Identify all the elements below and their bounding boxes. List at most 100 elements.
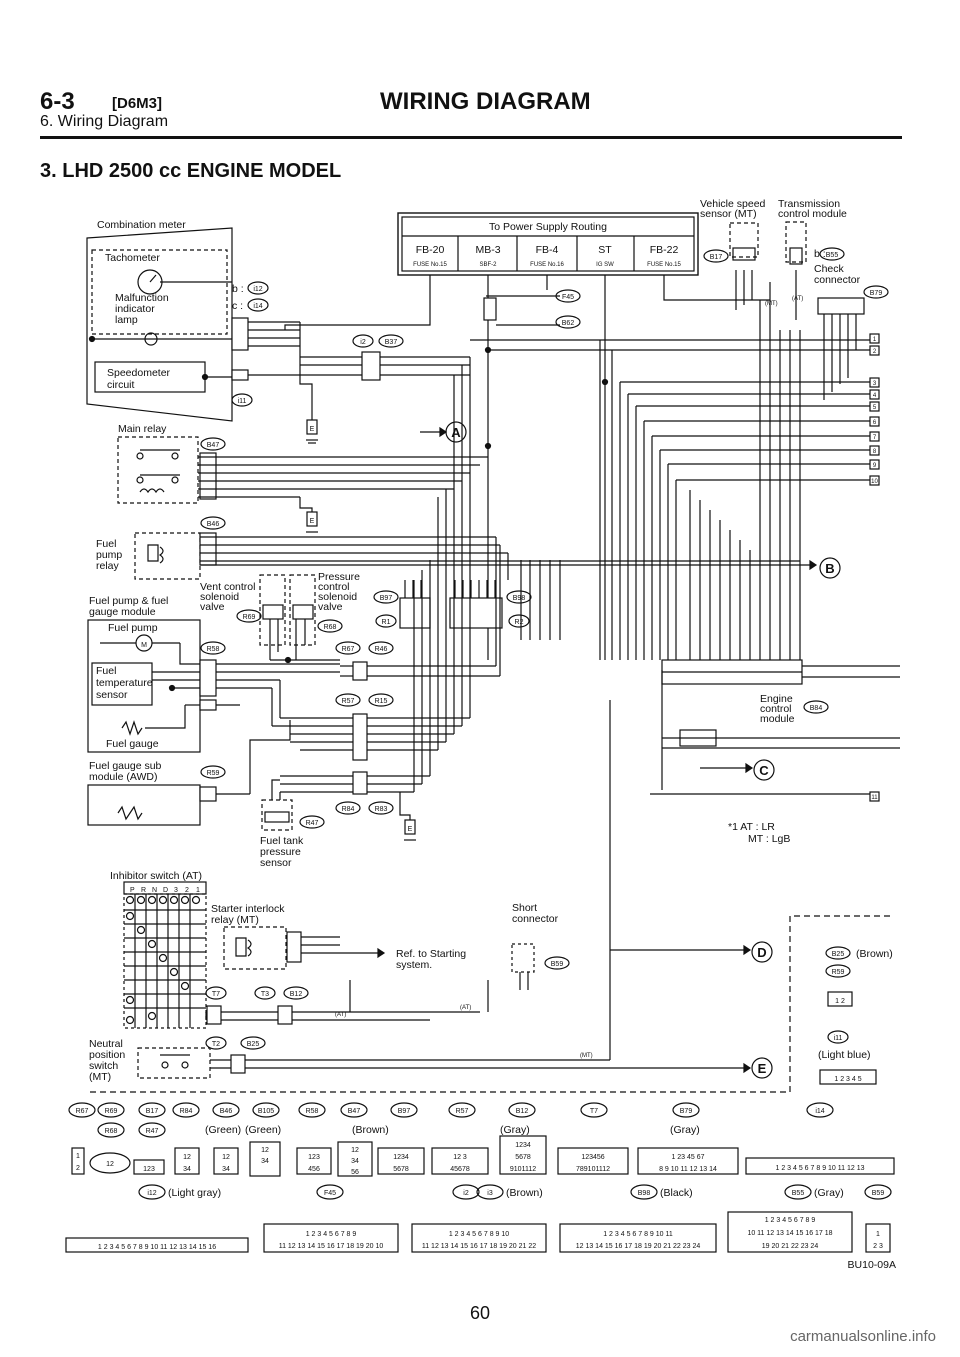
tachometer-label: Tachometer: [105, 252, 160, 264]
power-supply-title: To Power Supply Routing: [489, 221, 607, 233]
svg-text:1 2 3 4 5 6 7 8 9 10 11 12 13: 1 2 3 4 5 6 7 8 9 10 11 12 13 14 15 16: [98, 1244, 216, 1251]
short-label-1: Short: [512, 902, 537, 914]
vehicle-speed-sensor: Vehicle speed sensor (MT) B17 (MT): [700, 198, 778, 310]
svg-text:1 2 3 4 5 6 7 8 9 10: 1 2 3 4 5 6 7 8 9 10: [449, 1231, 509, 1238]
connector-oval: R57: [448, 1102, 476, 1118]
svg-text:34: 34: [222, 1166, 230, 1173]
fuel-temp-label-3: sensor: [96, 689, 128, 701]
ecm-label-3: module: [760, 713, 795, 725]
main-relay: Main relay B47 E: [117, 423, 488, 533]
at-label: (AT): [792, 296, 803, 302]
connector-oval: i3: [476, 1184, 504, 1200]
connector-id: i14: [815, 1108, 824, 1115]
connector-color: (Gray): [670, 1124, 700, 1136]
connector-id: R59: [832, 969, 845, 976]
reference-d: D: [609, 700, 773, 1060]
i11-color: (Light blue): [818, 1049, 871, 1061]
connector-oval: R47: [138, 1122, 166, 1138]
connector-oval: T7: [580, 1102, 608, 1118]
inhibitor-pos: P: [130, 887, 135, 894]
connector-id: R67: [342, 646, 355, 653]
check-label-2: connector: [814, 274, 861, 286]
page-subtitle: 6. Wiring Diagram: [40, 113, 169, 130]
connector-oval: B55: [784, 1184, 812, 1200]
starter-label-2: relay (MT): [211, 914, 259, 926]
connector-oval: R68: [97, 1122, 125, 1138]
tcm-label-2: control module: [778, 208, 847, 220]
r67-r46-connector: R67 R46: [335, 641, 500, 681]
fuel-pump-gauge-label-1: Fuel pump & fuel: [89, 595, 168, 607]
header-rule: [40, 136, 902, 139]
tcm: Transmission control module b : B55 Chec…: [778, 198, 889, 400]
connector-color: (Black): [660, 1187, 693, 1199]
neutral-label-1: Neutral: [89, 1038, 123, 1050]
connector-id: R58: [207, 646, 220, 653]
inhibitor-pos: D: [163, 887, 168, 894]
connector-id: i11: [238, 398, 247, 405]
svg-text:1234: 1234: [393, 1154, 409, 1161]
svg-text:11 12 13 14 15 16 17 18 19 20: 11 12 13 14 15 16 17 18 19 20 10: [279, 1243, 384, 1250]
svg-text:1 2 3 4 5 6 7 8 9 10 11: 1 2 3 4 5 6 7 8 9 10 11: [603, 1231, 673, 1238]
check-label-1: Check: [814, 263, 845, 275]
vent-label-1: Vent control: [200, 581, 255, 593]
connector-id: R68: [324, 624, 337, 631]
connector-id: B47: [207, 442, 220, 449]
svg-text:9101112: 9101112: [510, 1166, 536, 1173]
connector-id: B62: [562, 320, 575, 327]
fuel-temp-label-1: Fuel: [96, 665, 116, 677]
main-relay-label: Main relay: [118, 423, 167, 435]
fuel-pump-relay: Fuel pump relay B46: [96, 516, 800, 580]
fuse-sub: FUSE No.16: [530, 262, 564, 268]
connector-id: T7: [590, 1108, 598, 1115]
svg-text:123: 123: [308, 1154, 320, 1161]
connector-id: R46: [375, 646, 388, 653]
vent-label-2: solenoid: [200, 591, 239, 603]
note-line-1: *1 AT : LR: [728, 821, 775, 833]
connector-id: B25: [832, 951, 845, 958]
svg-text:12: 12: [183, 1154, 191, 1161]
combination-meter-label: Combination meter: [97, 219, 186, 231]
speedometer-label-1: Speedometer: [107, 367, 171, 379]
pin-label: 4: [873, 393, 877, 399]
ref-label: C: [759, 763, 769, 778]
page-number: 60: [469, 1303, 491, 1323]
connector-oval: B97: [390, 1102, 418, 1118]
connector-id: B59: [551, 961, 564, 968]
svg-text:45678: 45678: [450, 1166, 470, 1173]
connector-id: R84: [180, 1108, 193, 1115]
connector-id: B98: [638, 1190, 651, 1197]
pressure-label-1: Pressure: [318, 571, 360, 583]
connector-oval: B12: [508, 1102, 536, 1118]
svg-text:34: 34: [261, 1158, 269, 1165]
pressure-label-2: control: [318, 581, 350, 593]
neutral-switch: Neutral position switch (MT) T2 B25 (MT): [89, 1036, 748, 1083]
connector-id: B46: [220, 1108, 233, 1115]
connector-id: i11: [834, 1035, 843, 1042]
inhibitor-switch: Inhibitor switch (AT) P R N D 3 2 1: [110, 870, 207, 1029]
svg-text:12: 12: [106, 1161, 114, 1168]
mil-label-1: Malfunction: [115, 292, 169, 304]
connector-id: R47: [306, 820, 319, 827]
connector-oval: R67: [68, 1102, 96, 1118]
connector-id: R15: [375, 698, 388, 705]
ground-label: E: [310, 518, 315, 525]
connector-id: B84: [810, 705, 823, 712]
tcm-label-1: Transmission: [778, 198, 840, 210]
svg-text:789101112: 789101112: [576, 1166, 610, 1173]
connector-id: B12: [516, 1108, 529, 1115]
pin-label: 10: [871, 479, 878, 485]
fuse-sub: SBF-2: [479, 262, 497, 268]
pin-label: 2: [873, 349, 877, 355]
ref-label: A: [451, 425, 461, 440]
b25-color: (Brown): [856, 948, 893, 960]
connector-id: B97: [398, 1108, 411, 1115]
pin-label: 1: [873, 337, 877, 343]
connector-id: B46: [207, 521, 220, 528]
fuse-sub: IG SW: [596, 262, 614, 268]
pin-label: 7: [873, 435, 877, 441]
r57-r15-connector: R57 R15: [271, 680, 470, 761]
fuel-gauge-sub-label-2: module (AWD): [89, 771, 157, 783]
